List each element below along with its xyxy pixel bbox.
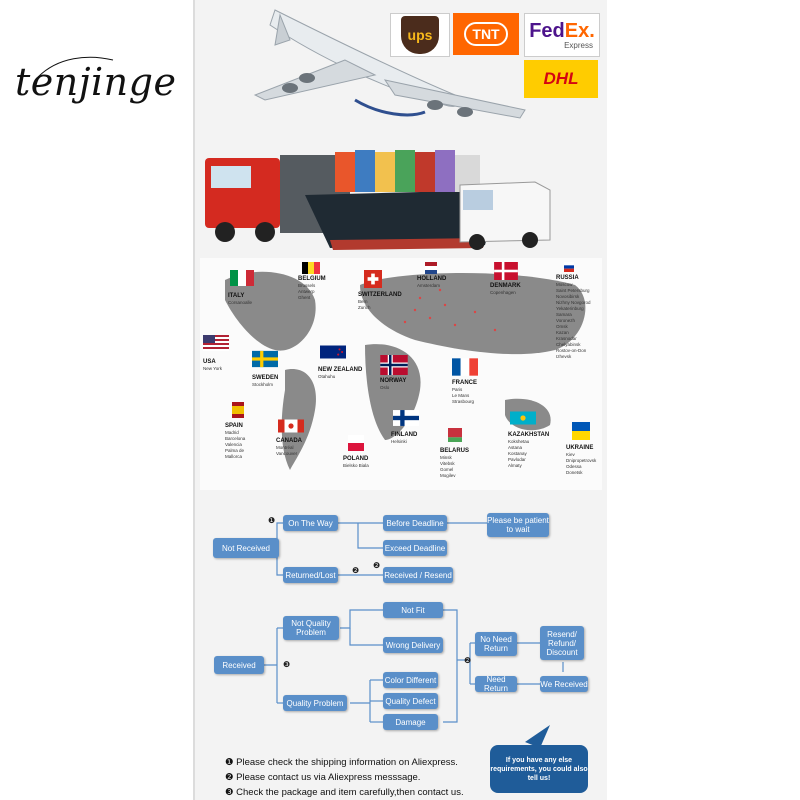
quality-problem-box: Quality Problem: [283, 695, 347, 711]
country-name-poland: POLAND: [343, 456, 369, 462]
country-name-newzealand: NEW ZEALAND: [318, 367, 363, 373]
country-cities-spain: Madrid Barcelona Valencia Palma de Mallo…: [225, 430, 246, 459]
country-cities-sweden: Stockholm: [252, 382, 274, 387]
country-cities-usa: New York: [203, 366, 223, 371]
flag-finland-icon: [393, 410, 419, 426]
flag-denmark-icon: [494, 262, 518, 280]
flow2-connectors: [255, 609, 564, 723]
country-cities-poland: Bielsko Biala: [343, 463, 369, 468]
step-2-marker-c: ❷: [464, 656, 472, 665]
panel-divider: [193, 0, 195, 800]
country-cities-italy: Corsanoalle: [228, 300, 253, 305]
cargo-ship-illustration: [305, 150, 500, 250]
flag-holland-icon: [425, 262, 437, 274]
flag-ukraine-icon: [572, 422, 590, 440]
flag-france-icon: [452, 358, 478, 376]
country-name-usa: USA: [203, 359, 216, 365]
instruction-notes: ❶ Please check the shipping information …: [225, 755, 464, 800]
not-received-box: Not Received: [213, 538, 279, 558]
flag-belgium-icon: [302, 262, 320, 274]
step-3-marker: ❸: [283, 660, 291, 669]
not-quality-problem-box: Not Quality Problem: [283, 616, 339, 640]
dhl-logo: DHL: [524, 60, 598, 98]
country-cities-switzerland: Bern Zurich: [358, 299, 371, 310]
country-name-belgium: BELGIUM: [298, 276, 326, 282]
received-box: Received: [214, 656, 264, 674]
flag-spain-icon: [232, 402, 244, 418]
brand-logo: tenjinge: [15, 60, 177, 104]
no-need-return-box: No Need Return: [475, 632, 517, 656]
country-name-denmark: DENMARK: [490, 283, 521, 289]
fedex-logo: FedEx. Express: [524, 13, 600, 57]
on-the-way-box: On The Way: [283, 515, 338, 531]
country-name-switzerland: SWITZERLAND: [358, 292, 402, 298]
flag-italy-icon: [230, 270, 254, 286]
country-name-holland: HOLLAND: [417, 276, 447, 282]
country-cities-canada: Montréal Vancouver: [276, 445, 298, 456]
country-name-norway: NORWAY: [380, 378, 407, 384]
wrong-delivery-box: Wrong Delivery: [383, 637, 443, 653]
country-name-finland: FINLAND: [391, 432, 418, 438]
color-different-box: Color Different: [383, 672, 438, 688]
country-cities-finland: Helsinki: [391, 439, 407, 444]
please-wait-box: Please be patient to wait: [487, 513, 549, 537]
country-cities-belgium: Brussels Antwerp Ghent: [298, 283, 316, 300]
damage-box: Damage: [383, 714, 438, 730]
brand-panel: tenjinge: [0, 0, 193, 800]
country-cities-belarus: Minsk Vitebsk Gomel Mogilev: [440, 455, 456, 478]
quality-defect-box: Quality Defect: [383, 693, 438, 709]
country-name-italy: ITALY: [228, 293, 245, 299]
right-blank-panel: [607, 0, 800, 800]
contact-speech-bubble: If you have any else requirements, you c…: [490, 745, 588, 793]
tnt-logo: TNT: [453, 13, 519, 55]
flag-canada-icon: [278, 419, 304, 433]
country-name-spain: SPAIN: [225, 423, 243, 429]
flag-russia-icon: [564, 262, 574, 272]
country-cities-france: Paris Le Mans Strasbourg: [452, 387, 475, 404]
country-cities-denmark: Copenhagen: [490, 290, 516, 295]
note-1: ❶ Please check the shipping information …: [225, 757, 458, 768]
country-name-france: FRANCE: [452, 380, 477, 386]
flag-switzerland-icon: [364, 270, 382, 288]
flag-poland-icon: [348, 435, 364, 451]
resend-refund-discount-box: Resend/ Refund/ Discount: [540, 626, 584, 660]
received-resend-box: Received / Resend: [383, 567, 453, 583]
country-cities-holland: Amsterdam: [417, 283, 441, 288]
not-fit-box: Not Fit: [383, 602, 443, 618]
country-name-ukraine: UKRAINE: [566, 445, 594, 451]
step-2-marker-b: ❷: [373, 561, 381, 570]
country-cities-norway: Oslo: [380, 385, 390, 390]
flag-usa-icon: [203, 335, 229, 351]
flag-norway-icon: [380, 355, 408, 375]
country-name-russia: RUSSIA: [556, 275, 579, 281]
country-cities-ukraine: Kiev Dnipropetrovsk Odessa Donetsk: [566, 452, 597, 475]
exceed-deadline-box: Exceed Deadline: [383, 540, 447, 556]
airplane-illustration: [253, 9, 526, 119]
flag-sweden-icon: [252, 350, 278, 368]
we-received-box: We Received: [540, 676, 588, 692]
step-1-marker: ❶: [268, 516, 276, 525]
van-illustration: [459, 181, 551, 250]
country-cities-newzealand: Otahuhu: [318, 374, 336, 379]
country-name-kazakhstan: KAZAKHSTAN: [508, 432, 550, 438]
country-cities-russia: Moscow Saint Petersburg Novosibirsk Nizh…: [556, 282, 591, 359]
flag-kazakhstan-icon: [510, 411, 536, 425]
note-3: ❸ Check the package and item carefully,t…: [225, 787, 464, 798]
need-return-box: Need Return: [475, 675, 517, 693]
before-deadline-box: Before Deadline: [383, 515, 447, 531]
returned-lost-box: Returned/Lost: [283, 567, 338, 583]
flag-belarus-icon: [448, 428, 462, 442]
brand-swash-decoration: [37, 56, 114, 78]
country-name-sweden: SWEDEN: [252, 375, 279, 381]
country-cities-kazakhstan: Kokshetau Astana Kostanay Pavlodar Almat…: [508, 439, 530, 468]
flag-newzealand-icon: [320, 345, 346, 359]
country-name-canada: CANADA: [276, 438, 302, 444]
ups-logo: ups: [390, 13, 450, 57]
step-2-marker-a: ❷: [352, 566, 360, 575]
bubble-tail: [525, 725, 550, 748]
note-2: ❷ Please contact us via Aliexpress messs…: [225, 772, 421, 783]
country-name-belarus: BELARUS: [440, 448, 470, 454]
